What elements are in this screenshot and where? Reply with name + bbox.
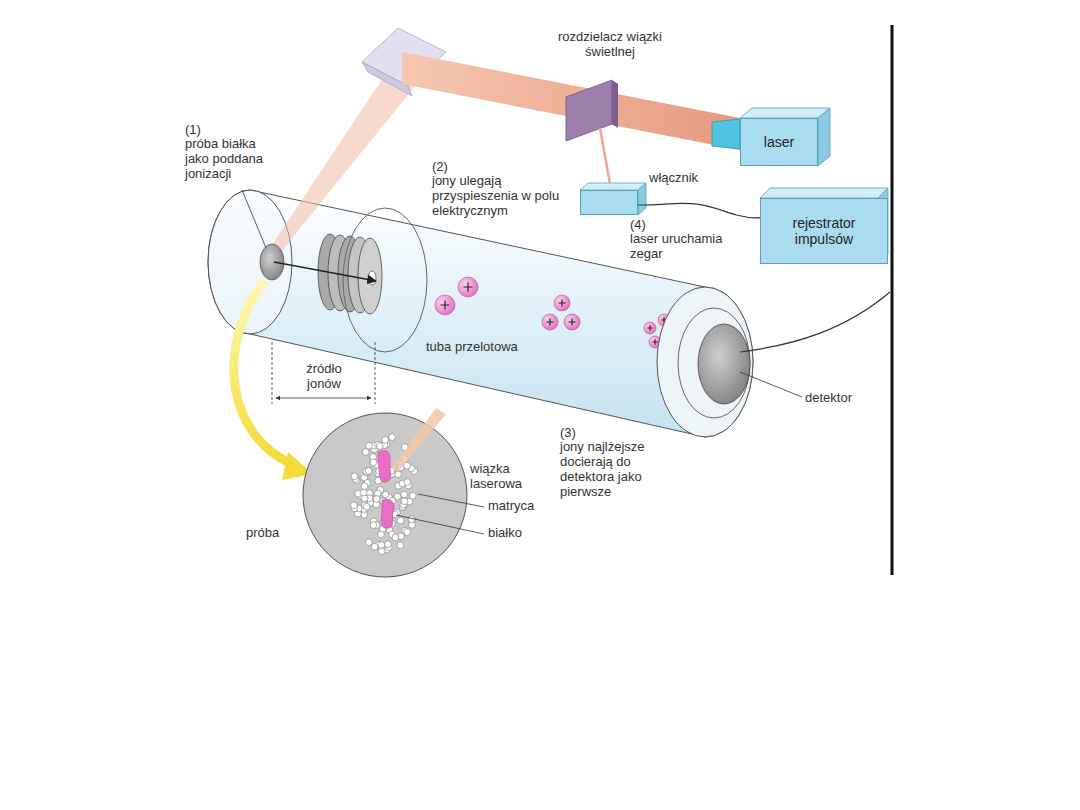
recorder-box: rejestrator impulsów: [760, 198, 888, 264]
ion: [542, 314, 558, 330]
ion: [458, 277, 478, 297]
box-face: [818, 108, 830, 166]
ion: [564, 314, 580, 330]
part-label: detektor: [805, 391, 885, 406]
ion: [644, 322, 656, 334]
part-label: próba: [246, 526, 306, 541]
ion-path-arrow: [274, 262, 376, 281]
protein-shape: [378, 450, 391, 482]
box-face: [740, 108, 830, 118]
ions: [435, 277, 670, 348]
beam-splitter-edge: [612, 80, 618, 128]
callout-text: próba białka jako poddana jonizacji: [185, 137, 277, 182]
detector-disc: [698, 324, 750, 404]
callout-text: jony ulegają przyspieszenia w polu elekt…: [432, 174, 582, 219]
node-label: włącznik: [649, 171, 698, 186]
box-face: [638, 183, 646, 215]
box-face: [760, 188, 888, 198]
callout-number: (3): [560, 426, 600, 441]
leader-line: [740, 372, 802, 397]
part-label: rozdzielacz wiązki świetlnej: [540, 30, 680, 60]
protein-shape: [381, 499, 394, 528]
callout-text: jony najlżejsze docierają do detektora j…: [560, 440, 685, 500]
laser-box: laser: [740, 118, 818, 166]
callout-number: (1): [185, 123, 225, 138]
callout-text: laser uruchamia zegar: [630, 232, 742, 262]
ion: [554, 295, 570, 311]
part-label: matryca: [488, 499, 568, 514]
detector-rim: [678, 308, 750, 418]
leader-line: [418, 494, 484, 507]
callout-number: (4): [630, 218, 670, 233]
beam-splitter: [566, 80, 612, 141]
laser-nozzle: [712, 119, 740, 149]
split-beam: [600, 128, 610, 184]
laser-beam-inset: [392, 408, 446, 472]
sample-inset: [303, 413, 467, 577]
callout-number: (2): [432, 160, 472, 175]
frame-line: [891, 25, 894, 575]
accelerator-ring: [343, 208, 427, 352]
ion-source-bracket: [272, 342, 375, 404]
leader-line: [396, 515, 484, 534]
detector-wire: [740, 292, 890, 352]
box-face: [580, 183, 646, 190]
ion: [435, 295, 455, 315]
laser-beam: [402, 52, 740, 150]
part-label: białko: [488, 526, 568, 541]
ion-source-plates: [318, 234, 382, 314]
part-label: źródło jonów: [292, 362, 356, 392]
signal-wire: [638, 203, 760, 217]
node-label: rejestrator impulsów: [761, 215, 887, 247]
switch-box: włącznik: [580, 190, 638, 215]
laser-beam-down: [266, 78, 420, 258]
tube-right-end: [657, 287, 753, 437]
zoom-arrow: [234, 284, 292, 464]
part-label: wiązka laserowa: [470, 462, 550, 492]
node-label: laser: [758, 134, 800, 150]
sample-disc: [260, 244, 284, 280]
part-label: tuba przelotowa: [426, 340, 546, 355]
leader-line: [242, 190, 266, 248]
